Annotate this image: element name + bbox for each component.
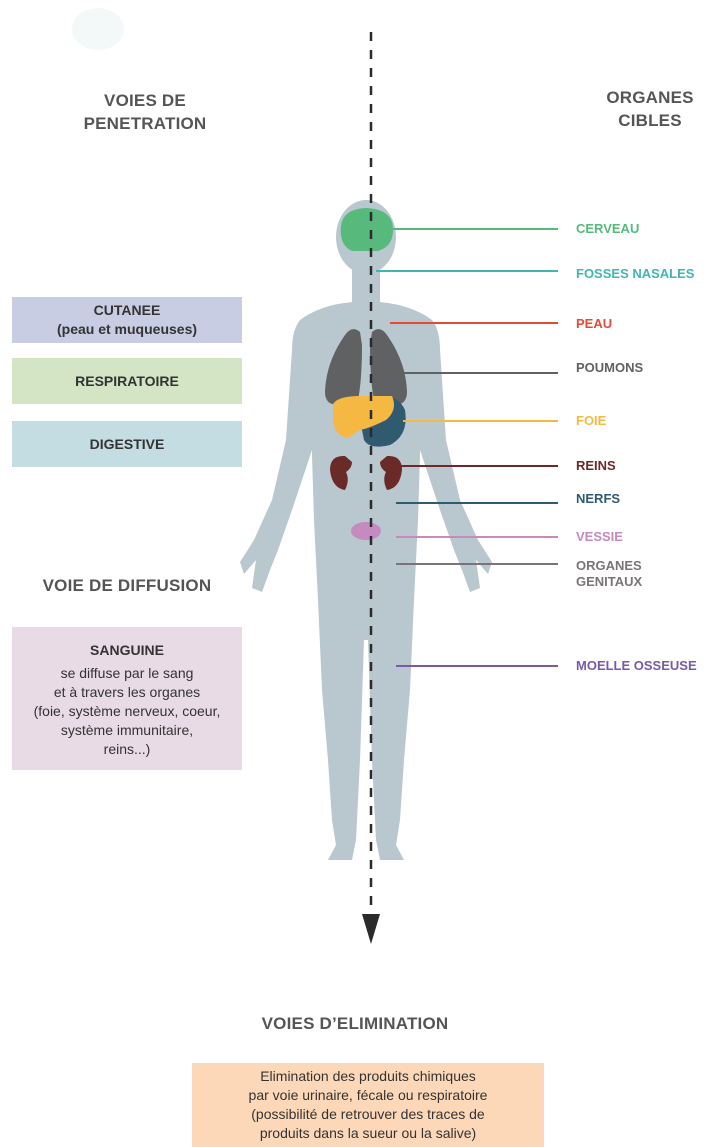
organ-label-nerfs: NERFS (576, 491, 620, 507)
organ-label-organes-genitaux-line1: ORGANES (576, 558, 642, 574)
organ-label-poumons: POUMONS (576, 360, 643, 376)
organ-label-fosses-nasales: FOSSES NASALES (576, 266, 694, 282)
organ-label-reins: REINS (576, 458, 616, 474)
organ-label-peau: PEAU (576, 316, 612, 332)
organ-label-vessie: VESSIE (576, 529, 623, 545)
organ-label-organes-genitaux: ORGANES GENITAUX (576, 558, 642, 590)
brain-icon (341, 208, 393, 251)
bladder-icon (351, 522, 381, 540)
organ-label-organes-genitaux-line2: GENITAUX (576, 574, 642, 590)
organ-label-foie: FOIE (576, 413, 606, 429)
organ-label-cerveau: CERVEAU (576, 221, 639, 237)
organ-label-moelle-osseuse: MOELLE OSSEUSE (576, 658, 697, 674)
flow-arrow-head (362, 914, 380, 944)
